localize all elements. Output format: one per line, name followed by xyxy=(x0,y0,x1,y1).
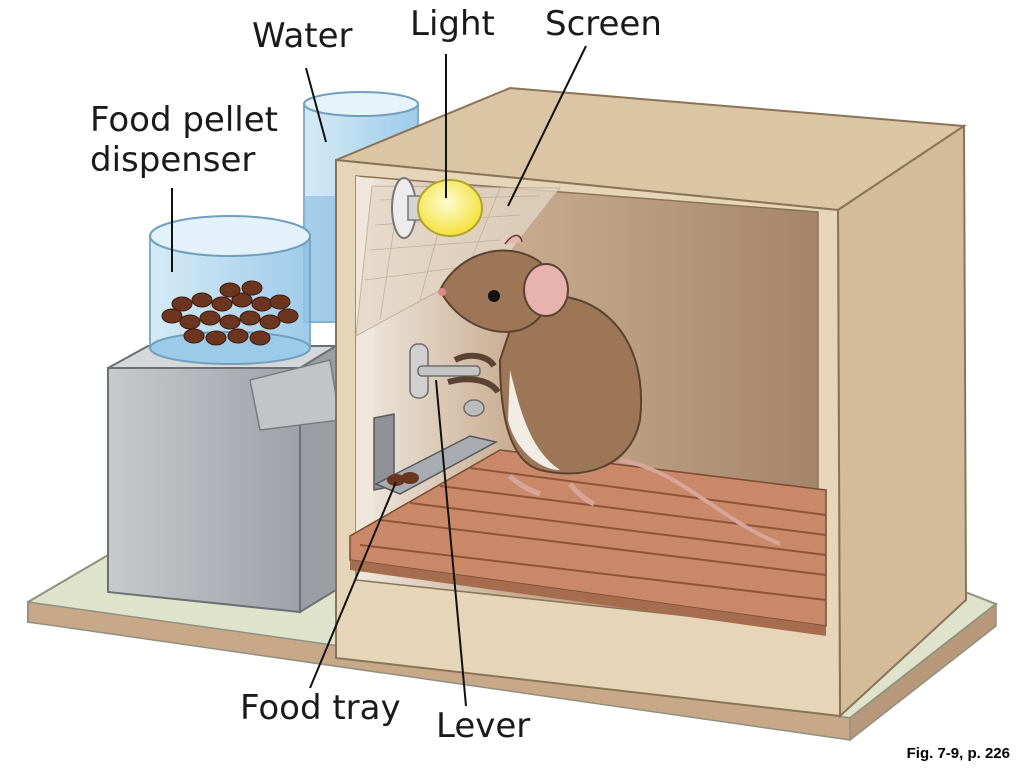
lever-label: Lever xyxy=(436,706,531,746)
grid-floor xyxy=(349,449,827,636)
figure-caption: Fig. 7-9, p. 226 xyxy=(906,745,1010,762)
operant-chamber-box xyxy=(335,86,968,719)
food-tray-label: Food tray xyxy=(240,688,401,728)
water-leader-line xyxy=(305,67,327,143)
food-pellet-dispenser-label: Food pellet dispenser xyxy=(90,100,278,180)
lever-leader-line xyxy=(435,379,467,707)
food-pellet-dispenser-jar xyxy=(149,215,311,365)
screen-label: Screen xyxy=(545,4,662,44)
leader-lines xyxy=(171,45,587,707)
water-label: Water xyxy=(252,16,353,56)
dispenser-stand xyxy=(107,344,341,614)
light-label: Light xyxy=(410,4,495,44)
food-tray-leader-line xyxy=(309,481,397,689)
screen-leader-line xyxy=(507,45,587,207)
light-bulb xyxy=(391,177,483,239)
food-pellets xyxy=(161,280,299,346)
mouse xyxy=(438,234,781,546)
food-tray xyxy=(373,413,499,495)
lever xyxy=(409,343,485,417)
